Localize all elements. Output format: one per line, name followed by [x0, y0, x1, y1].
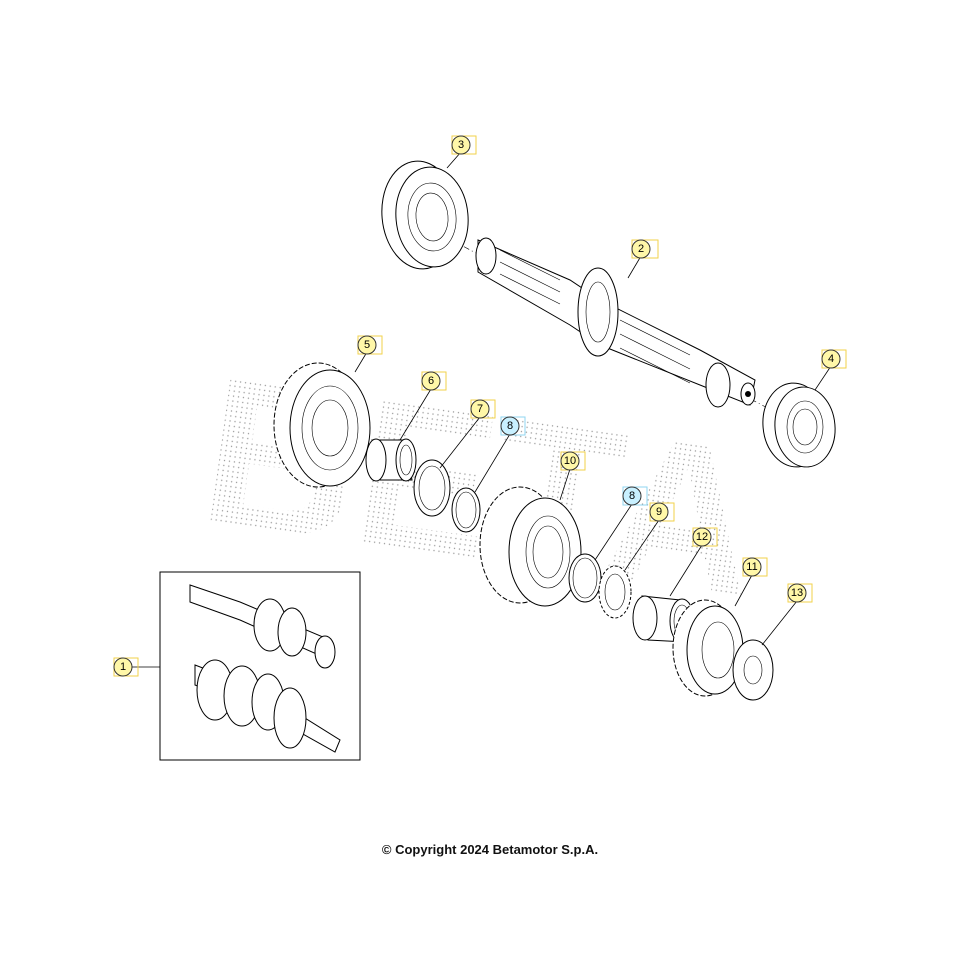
- bearing-part-3[interactable]: [377, 158, 472, 272]
- callout-3: 3: [451, 135, 477, 155]
- callout-12: 12: [692, 527, 718, 547]
- callout-1: 1: [113, 657, 139, 677]
- svg-text:12: 12: [696, 531, 708, 543]
- callout-8-upper: 8: [500, 416, 526, 436]
- gear-part-10[interactable]: [479, 486, 582, 607]
- callout-2: 2: [631, 239, 659, 259]
- callout-8-lower: 8: [622, 486, 648, 506]
- callout-7: 7: [470, 399, 496, 419]
- svg-text:9: 9: [656, 506, 662, 518]
- svg-text:3: 3: [458, 139, 464, 151]
- callout-9: 9: [649, 502, 675, 522]
- svg-text:10: 10: [564, 455, 576, 467]
- washer-part-7[interactable]: [413, 459, 451, 517]
- callout-10: 10: [560, 451, 586, 471]
- callout-11: 11: [742, 557, 768, 577]
- callout-6: 6: [421, 371, 447, 391]
- gear-part-5[interactable]: [273, 362, 371, 488]
- svg-text:1: 1: [120, 661, 126, 673]
- callout-4: 4: [821, 349, 847, 369]
- bushing-part-6[interactable]: [365, 438, 417, 482]
- circlip-part-8-lower[interactable]: [568, 553, 602, 603]
- bearing-part-4[interactable]: [759, 380, 838, 469]
- main-shaft-part-2[interactable]: [475, 237, 756, 408]
- svg-text:8: 8: [507, 420, 513, 432]
- svg-text:8: 8: [629, 490, 635, 502]
- callout-13: 13: [787, 583, 813, 603]
- svg-text:13: 13: [791, 587, 803, 599]
- svg-text:6: 6: [428, 375, 434, 387]
- svg-text:5: 5: [364, 339, 370, 351]
- gear-part-11[interactable]: [672, 599, 744, 697]
- svg-text:11: 11: [746, 561, 757, 573]
- svg-text:4: 4: [828, 353, 834, 365]
- circlip-part-8-upper[interactable]: [451, 487, 481, 533]
- thrust-washer-part-13[interactable]: [732, 639, 774, 701]
- gearbox-assembly-part-1[interactable]: [159, 571, 361, 761]
- copyright-notice: © Copyright 2024 Betamotor S.p.A.: [381, 842, 599, 857]
- callout-5: 5: [357, 335, 383, 355]
- svg-text:7: 7: [477, 403, 483, 415]
- splined-washer-part-9[interactable]: [598, 565, 632, 619]
- svg-text:2: 2: [638, 243, 644, 255]
